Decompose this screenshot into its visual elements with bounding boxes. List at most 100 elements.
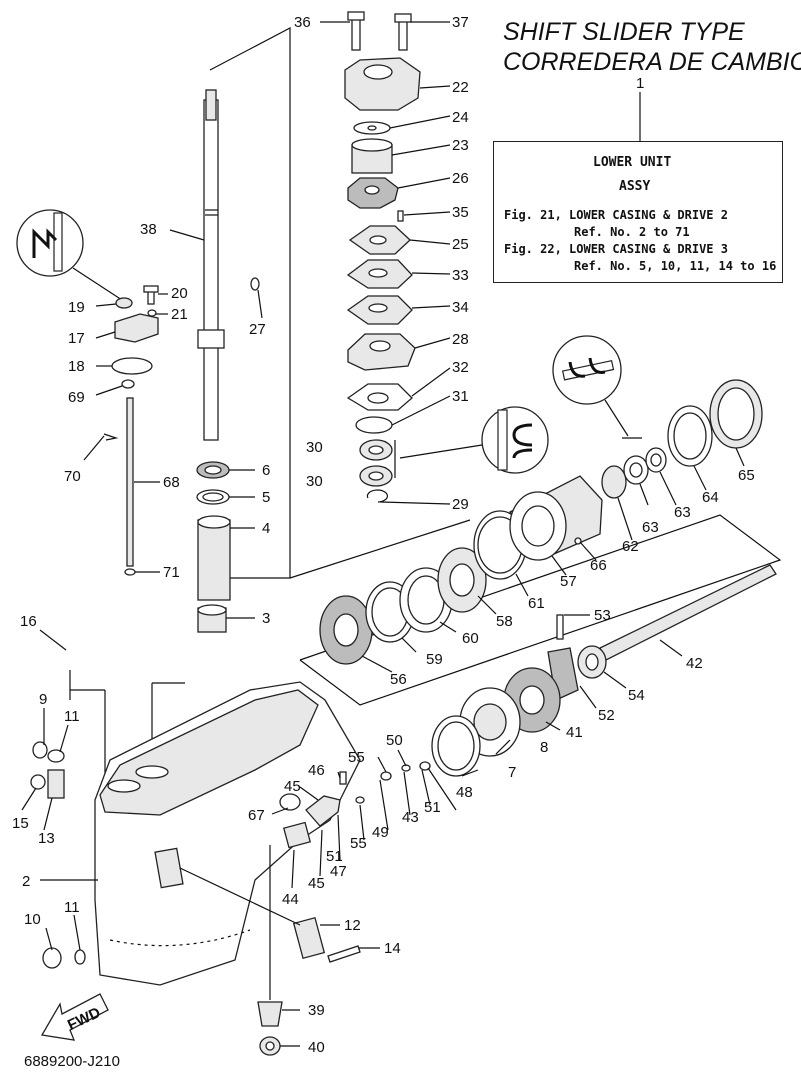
callout-numbers: 36 37 22 24 23 26 35 25 33 34 28 32 31 3… [12, 14, 755, 1056]
callout-68: 68 [163, 474, 180, 491]
callout-43: 43 [402, 809, 419, 826]
callout-69: 69 [68, 389, 85, 406]
callout-29: 29 [452, 496, 469, 513]
callout-61: 61 [528, 595, 545, 612]
callout-8: 8 [540, 739, 548, 756]
callout-37: 37 [452, 14, 469, 31]
callout-7: 7 [508, 764, 516, 781]
callout-6: 6 [262, 462, 270, 479]
note-ref-1: Fig. 21, LOWER CASING & DRIVE 2 [504, 208, 728, 222]
note-ref-1-detail: Ref. No. 2 to 71 [574, 225, 690, 239]
callout-49: 49 [372, 824, 389, 841]
callout-5: 5 [262, 489, 270, 506]
drive-shaft [197, 89, 225, 441]
detail-circle-seal-a [394, 406, 549, 478]
callout-15: 15 [12, 815, 29, 832]
callout-42: 42 [686, 655, 703, 672]
callout-34: 34 [452, 299, 469, 316]
callout-12: 12 [344, 917, 361, 934]
shift-rod-parts [103, 277, 260, 576]
callout-19: 19 [68, 299, 85, 316]
fwd-arrow: FWD [40, 993, 109, 1041]
drive-shaft-bearings [196, 461, 231, 633]
callout-4: 4 [262, 520, 270, 537]
callout-25: 25 [452, 236, 469, 253]
callout-24: 24 [452, 109, 469, 126]
callout-30b: 30 [306, 473, 323, 490]
callout-47: 47 [330, 863, 347, 880]
callout-59: 59 [426, 651, 443, 668]
callout-18: 18 [68, 358, 85, 375]
note-heading-2: ASSY [619, 179, 651, 194]
callout-57: 57 [560, 573, 577, 590]
callout-50: 50 [386, 732, 403, 749]
callout-55a: 55 [348, 749, 365, 766]
callout-17: 17 [68, 330, 85, 347]
title-line-2: CORREDERA DE CAMBIO [503, 48, 801, 76]
lower-casing [94, 681, 361, 986]
callout-10: 10 [24, 911, 41, 928]
callout-54: 54 [628, 687, 645, 704]
callout-40: 40 [308, 1039, 325, 1056]
callout-71: 71 [163, 564, 180, 581]
callout-70: 70 [64, 468, 81, 485]
callout-23: 23 [452, 137, 469, 154]
reverse-gear-group [319, 379, 763, 665]
callout-45a: 45 [284, 778, 301, 795]
callout-13: 13 [38, 830, 55, 847]
propeller-shaft-group [279, 564, 777, 849]
callout-32: 32 [452, 359, 469, 376]
callout-64: 64 [702, 489, 719, 506]
callout-14: 14 [384, 940, 401, 957]
drawing-code: 6889200-J210 [24, 1053, 120, 1070]
water-pump-stack [344, 11, 421, 503]
callout-45b: 45 [308, 875, 325, 892]
callout-2: 2 [22, 873, 30, 890]
note-ref-2-detail: Ref. No. 5, 10, 11, 14 to 16 [574, 259, 777, 273]
callout-65: 65 [738, 467, 755, 484]
callout-66: 66 [590, 557, 607, 574]
callout-16: 16 [20, 613, 37, 630]
callout-30a: 30 [306, 439, 323, 456]
callout-note-1: 1 [636, 75, 644, 92]
callout-63b: 63 [674, 504, 691, 521]
detail-circle-clip [16, 209, 123, 301]
callout-21: 21 [171, 306, 188, 323]
detail-circle-seal-b [552, 335, 642, 439]
callout-63a: 63 [642, 519, 659, 536]
callout-60: 60 [462, 630, 479, 647]
callout-22: 22 [452, 79, 469, 96]
callout-58: 58 [496, 613, 513, 630]
callout-33: 33 [452, 267, 469, 284]
callout-36: 36 [294, 14, 311, 31]
title-line-1: SHIFT SLIDER TYPE [503, 18, 745, 46]
callout-31: 31 [452, 388, 469, 405]
callout-3: 3 [262, 610, 270, 627]
callout-53: 53 [594, 607, 611, 624]
callout-11b: 11 [64, 899, 80, 916]
callout-51a: 51 [424, 799, 441, 816]
callout-leaders [21, 21, 745, 1047]
callout-41: 41 [566, 724, 583, 741]
callout-46: 46 [308, 762, 325, 779]
note-heading-1: LOWER UNIT [593, 155, 672, 170]
note-ref-2: Fig. 22, LOWER CASING & DRIVE 3 [504, 242, 728, 256]
callout-27: 27 [249, 321, 266, 338]
callout-56: 56 [390, 671, 407, 688]
callout-11a: 11 [64, 708, 80, 725]
group-outline-lines [69, 27, 782, 780]
callout-38: 38 [140, 221, 157, 238]
callout-28: 28 [452, 331, 469, 348]
lower-unit-assy-note: LOWER UNIT ASSY Fig. 21, LOWER CASING & … [493, 141, 783, 283]
callout-67: 67 [248, 807, 265, 824]
callout-35: 35 [452, 204, 469, 221]
callout-52: 52 [598, 707, 615, 724]
callout-55b: 55 [350, 835, 367, 852]
callout-51b: 51 [326, 848, 343, 865]
callout-26: 26 [452, 170, 469, 187]
callout-39: 39 [308, 1002, 325, 1019]
callout-9: 9 [39, 691, 47, 708]
callout-62: 62 [622, 538, 639, 555]
